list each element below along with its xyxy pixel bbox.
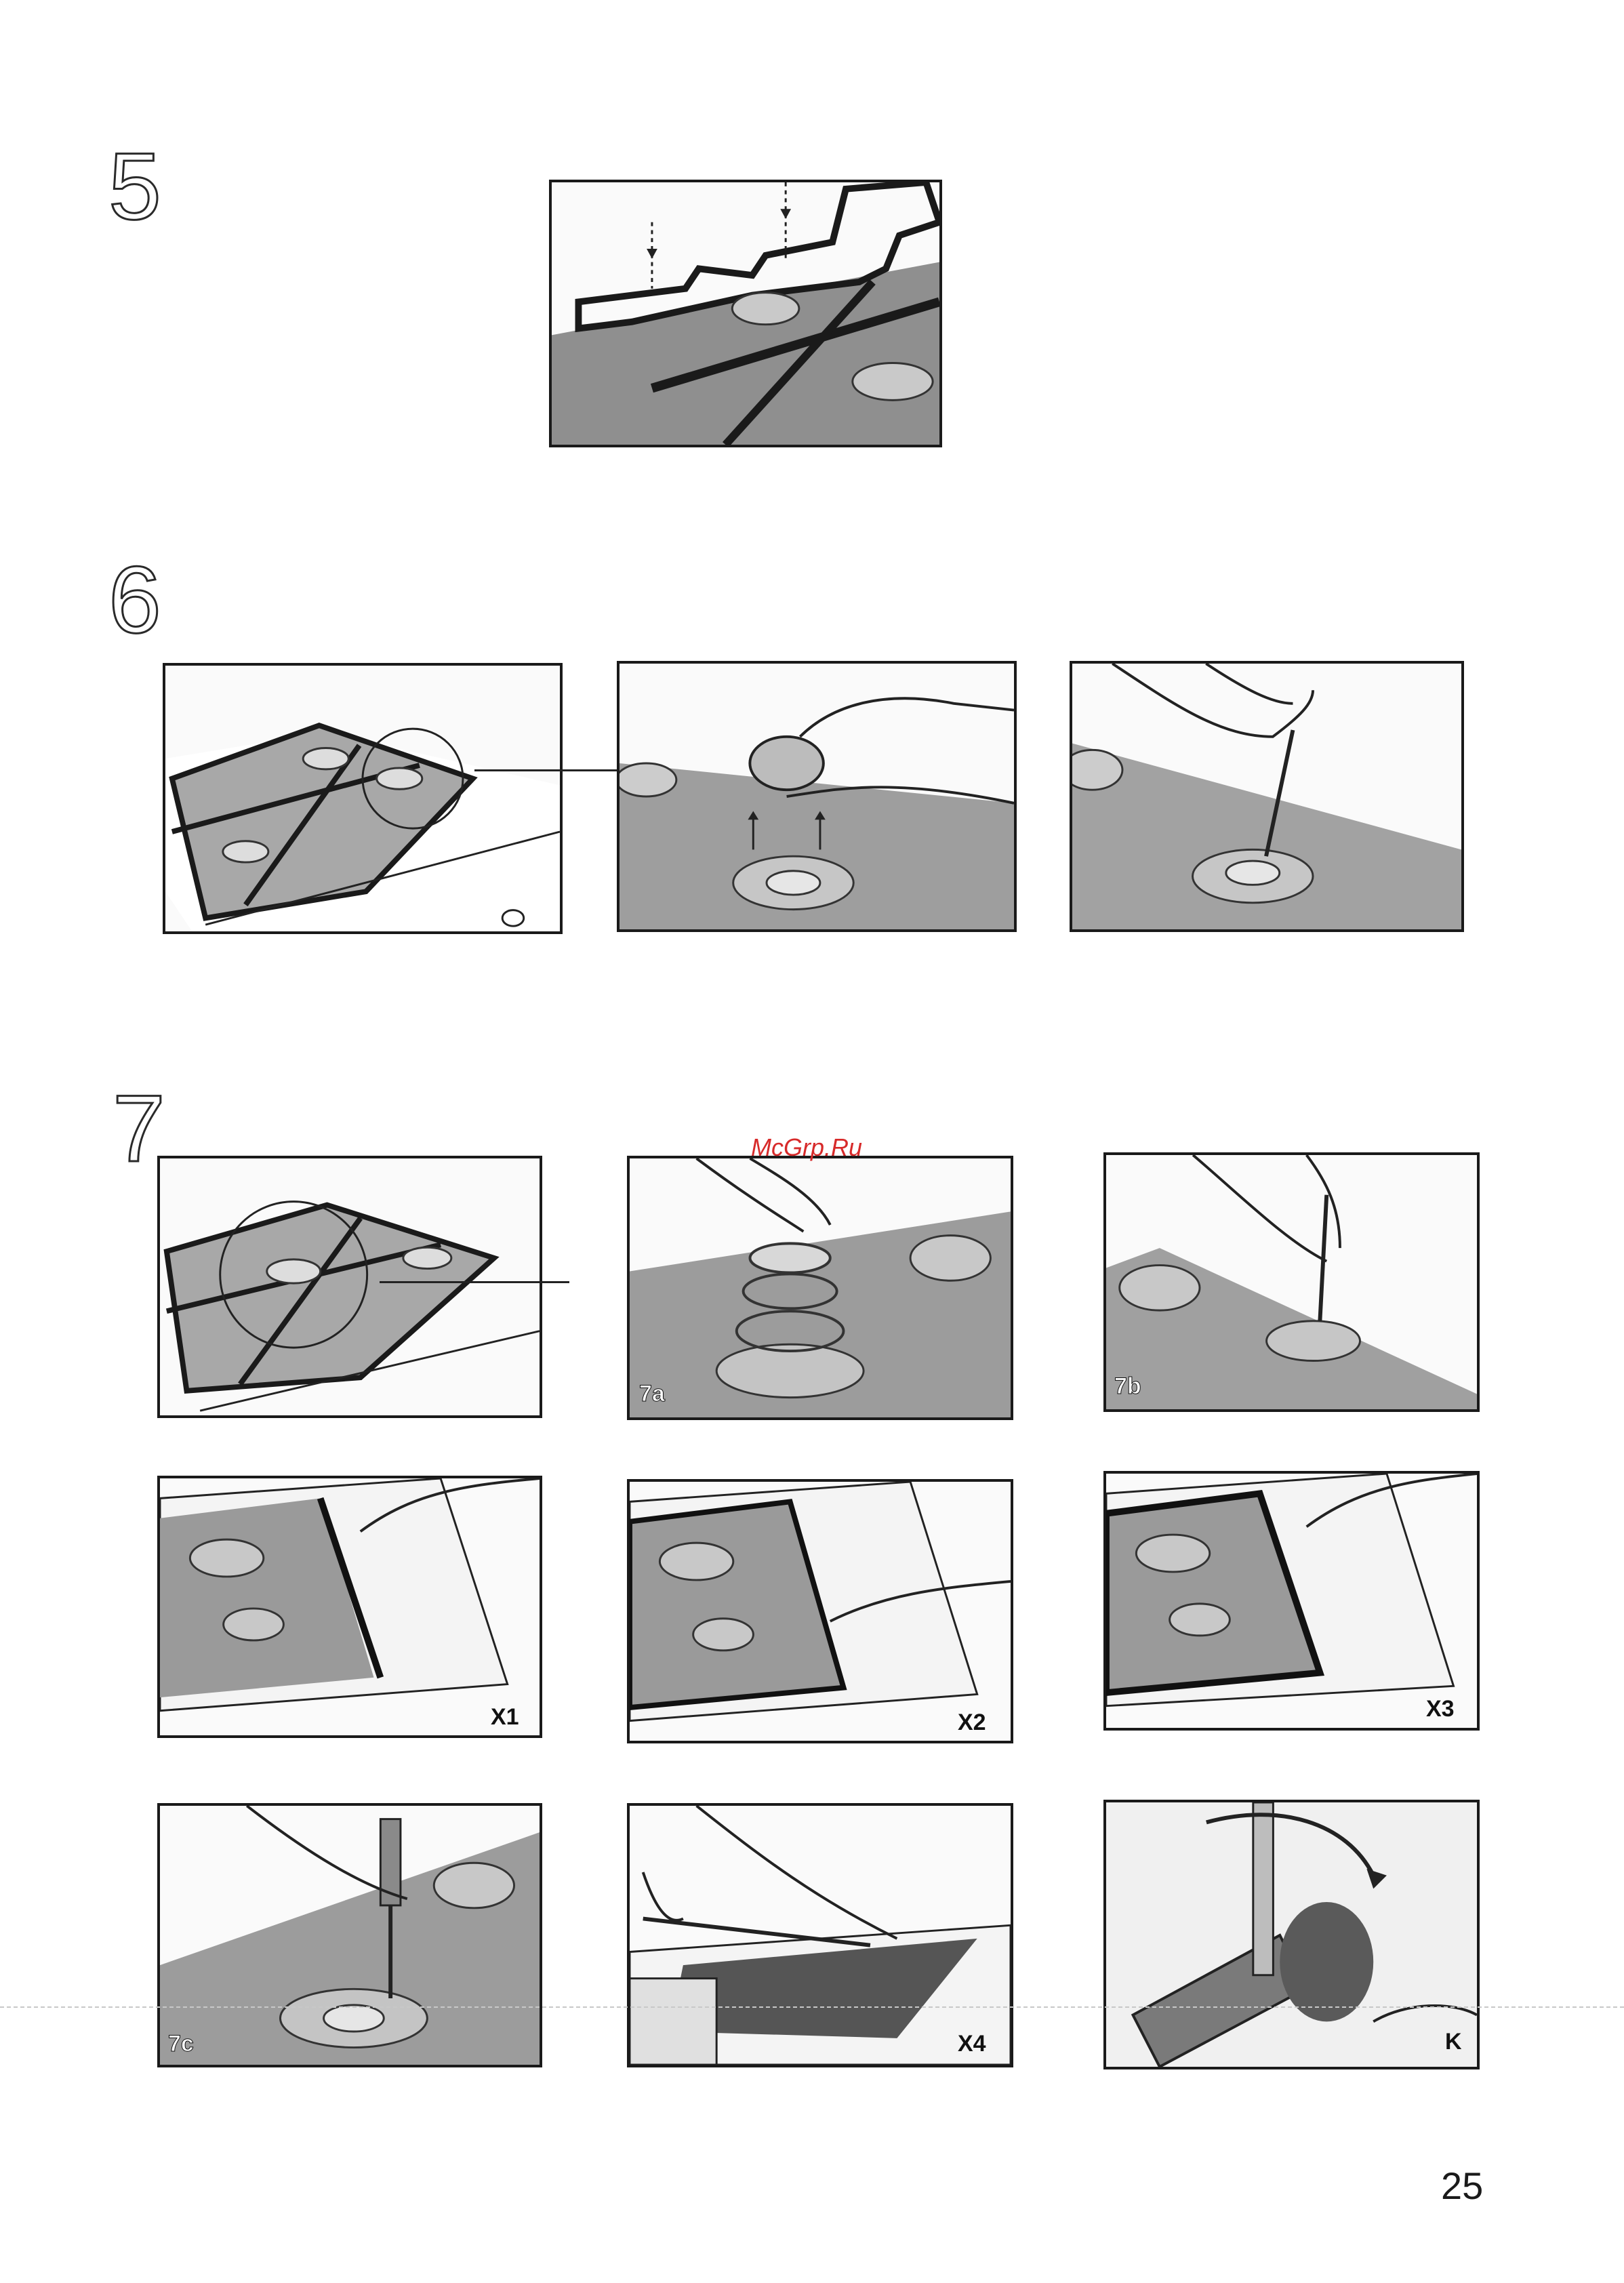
x2-remove-gasket-illustration: X2 (627, 1479, 1013, 1743)
x3-fit-gasket-illustration: X3 (1103, 1471, 1480, 1731)
step7b-clean-burner-illustration: 7b (1103, 1152, 1480, 1412)
panel-label-7c: 7c (168, 2031, 194, 2057)
panel-label-x1: X1 (491, 1704, 519, 1731)
panel-label-7b: 7b (1114, 1373, 1141, 1400)
step7-hob-overview-illustration (157, 1156, 542, 1418)
step7-detail-connector (380, 1281, 569, 1283)
step-number-5: 5 (108, 139, 161, 234)
x4-refit-hob-illustration: X4 (627, 1803, 1013, 2067)
panel-label-x2: X2 (958, 1710, 986, 1736)
step5-gasket-illustration (549, 180, 942, 447)
k-valve-adjust-illustration: K (1103, 1800, 1480, 2069)
step6-remove-burner-cap-illustration (617, 661, 1017, 932)
scan-divider-line (0, 2006, 1624, 2008)
step7a-burner-parts-illustration: 7a (627, 1156, 1013, 1420)
step7c-injector-illustration: 7c (157, 1803, 542, 2067)
page-number: 25 (1441, 2164, 1483, 2208)
step-number-6: 6 (108, 552, 161, 647)
x1-remove-gasket-illustration: X1 (157, 1476, 542, 1738)
panel-label-x3: X3 (1426, 1696, 1455, 1722)
panel-label-7a: 7a (639, 1381, 665, 1407)
step6-detail-connector (474, 769, 620, 771)
step6-clean-burner-illustration (1070, 661, 1464, 932)
watermark: McGrp.Ru (751, 1133, 862, 1162)
panel-label-x4: X4 (958, 2031, 986, 2057)
panel-label-k: K (1445, 2029, 1462, 2055)
step6-hob-overview-illustration (163, 663, 563, 934)
